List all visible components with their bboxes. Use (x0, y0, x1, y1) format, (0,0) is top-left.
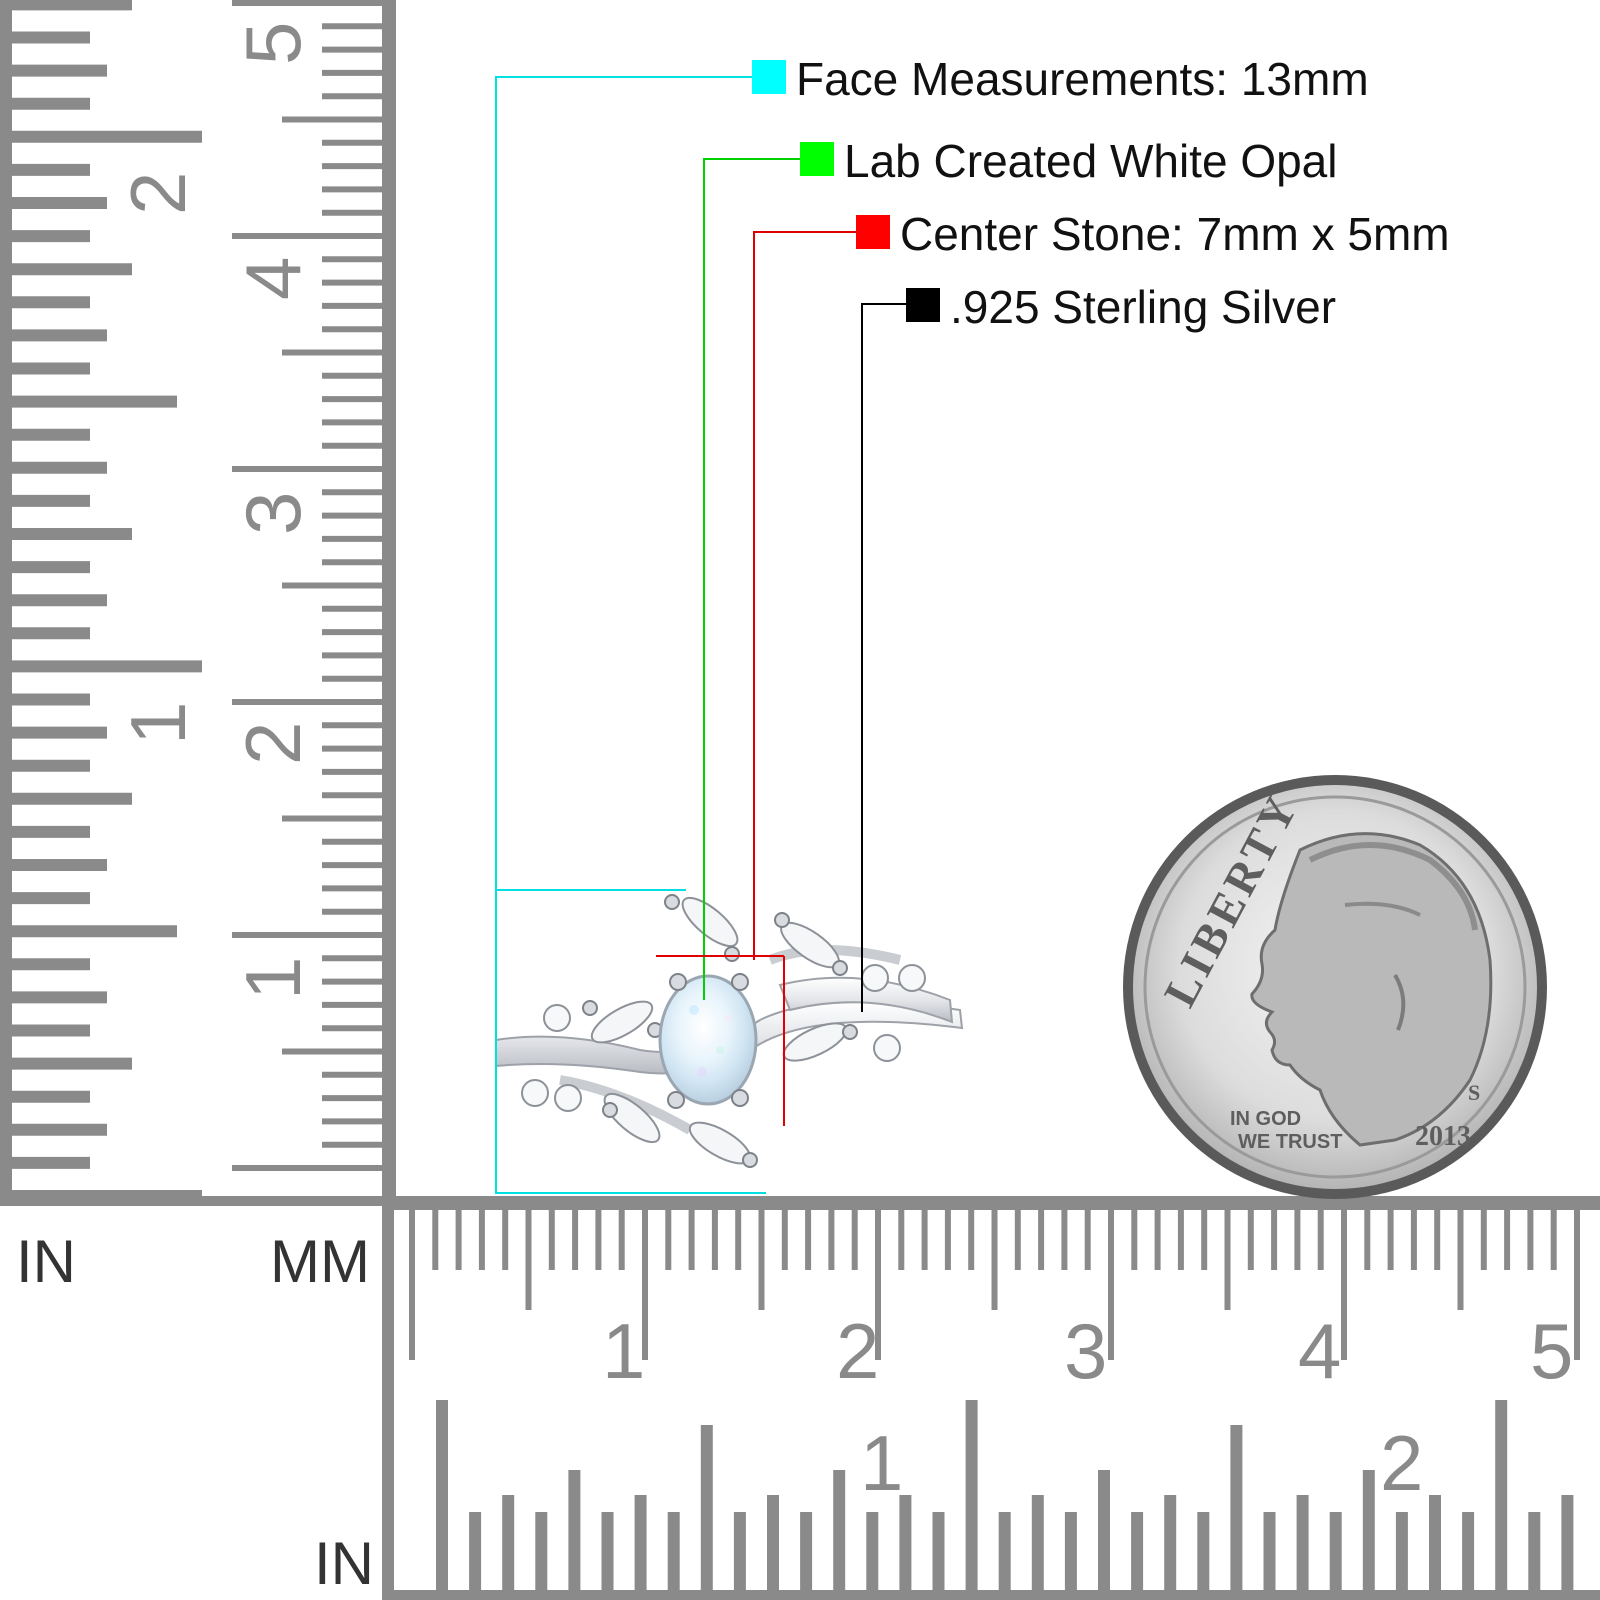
coin-motto-line2: WE TRUST (1238, 1131, 1342, 1153)
vr-in-number-2: 2 (114, 172, 202, 215)
hr-mm-number-4: 4 (1298, 1307, 1341, 1395)
swatch-green (800, 142, 834, 176)
face-measure-line (495, 76, 766, 1194)
hr-in-number-2: 2 (1380, 1419, 1423, 1507)
vr-in-number-1: 1 (114, 702, 202, 745)
legend-face-measurements: Face Measurements: 13mm (796, 53, 1369, 105)
vr-mm-number-4: 4 (229, 257, 317, 300)
hr-mm-number-3: 3 (1064, 1307, 1107, 1395)
swatch-cyan (752, 60, 786, 94)
measurement-lines (495, 76, 906, 1194)
horizontal-ruler-numbers: 1 2 3 4 5 1 2 (602, 1307, 1573, 1507)
horizontal-ruler (382, 1196, 1600, 1600)
coin-mint-mark: S (1468, 1080, 1480, 1105)
silver-leader-line (861, 303, 906, 1012)
coin-year: 2013 (1415, 1121, 1471, 1152)
center-stone-leader-line (753, 231, 856, 960)
roosevelt-profile (1250, 832, 1493, 1147)
vr-mm-number-5: 5 (229, 22, 317, 65)
vertical-ruler (0, 0, 396, 1212)
opal-center-stone (658, 974, 758, 1106)
hr-in-number-1: 1 (860, 1419, 903, 1507)
hr-mm-number-1: 1 (602, 1307, 645, 1395)
swatch-red (856, 215, 890, 249)
unit-label-in-bottom: IN (314, 1530, 374, 1597)
unit-label-mm: MM (270, 1228, 370, 1295)
hr-mm-number-2: 2 (836, 1307, 879, 1395)
coin-motto-line1: IN GOD (1230, 1108, 1301, 1130)
dime-coin: LIBERTY IN GOD WE TRUST 2013 S (1123, 775, 1547, 1199)
legend-swatches (752, 60, 940, 322)
legend-center-stone: Center Stone: 7mm x 5mm (900, 208, 1450, 260)
legend-opal: Lab Created White Opal (844, 135, 1338, 187)
unit-label-in-left: IN (16, 1228, 76, 1295)
legend-silver: .925 Sterling Silver (950, 281, 1337, 333)
vr-mm-number-1: 1 (229, 957, 317, 1000)
swatch-black (906, 288, 940, 322)
vr-mm-number-2: 2 (229, 722, 317, 765)
vr-mm-number-3: 3 (229, 492, 317, 535)
vertical-ruler-numbers: 1 2 3 4 5 1 2 (114, 22, 317, 1000)
opal-leader-line (703, 158, 800, 1000)
ring-illustration (495, 894, 964, 1168)
hr-mm-number-5: 5 (1530, 1307, 1573, 1395)
